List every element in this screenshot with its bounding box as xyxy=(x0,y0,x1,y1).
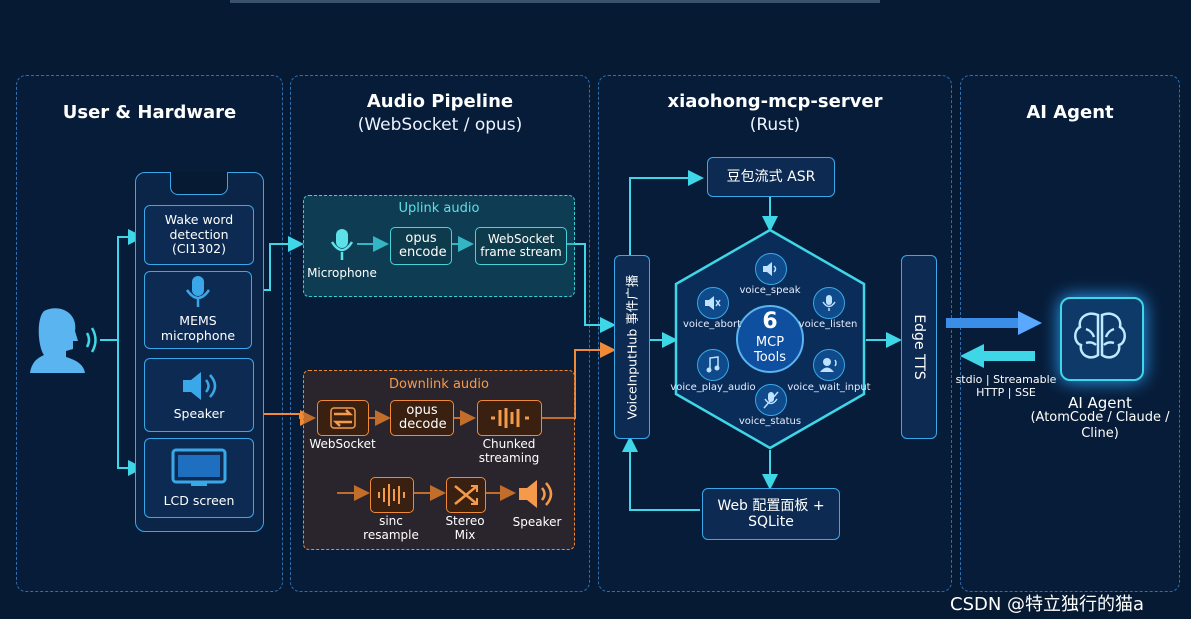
downlink-speaker-label: Speaker xyxy=(512,515,562,529)
websocket-downlink-label: WebSocket xyxy=(309,437,376,451)
web-config-label: Web 配置面板 + SQLite xyxy=(717,497,825,530)
opus-encode-label: opus encode xyxy=(399,230,447,260)
wake-word-detection-box: Wake word detection (CI1302) xyxy=(144,205,254,265)
uplink-microphone-icon xyxy=(330,229,354,260)
stereo-mix-box xyxy=(446,477,486,513)
speaker-icon xyxy=(183,371,217,400)
voice-status-icon xyxy=(755,384,787,416)
user-hardware-title: User & Hardware xyxy=(62,102,237,123)
voice-wait-input-icon xyxy=(813,349,845,381)
asr-label: 豆包流式 ASR xyxy=(726,168,816,185)
stereo-mix-label: Stereo Mix xyxy=(445,514,485,542)
voice-abort-icon xyxy=(697,287,729,319)
voice-listen-icon xyxy=(813,287,845,319)
chunked-streaming-icon xyxy=(490,408,529,428)
chunked-streaming-box xyxy=(477,400,542,436)
websocket-frame-stream-box: WebSocket frame stream xyxy=(475,227,567,265)
audio-pipeline-title: Audio Pipeline xyxy=(366,91,514,112)
watermark: CSDN @特立独行的猫a xyxy=(950,594,1145,615)
mcp-hexagon xyxy=(674,228,866,450)
web-config-box: Web 配置面板 + SQLite xyxy=(702,488,840,540)
mcp-center-label-2: Tools xyxy=(753,350,787,365)
audio-pipeline-subtitle: (WebSocket / opus) xyxy=(357,115,523,135)
server-title: xiaohong-mcp-server xyxy=(667,91,883,112)
top-cutoff-bar xyxy=(230,0,880,3)
mcp-center-number: 6 xyxy=(762,309,778,334)
speaker-label: Speaker xyxy=(173,405,225,421)
uplink-microphone-label: Microphone xyxy=(307,266,377,280)
waveform-icon xyxy=(378,484,405,506)
voice-play-audio-label: voice_play_audio xyxy=(670,382,756,393)
opus-decode-box: opus decode xyxy=(390,400,454,436)
voice-listen-label: voice_listen xyxy=(798,319,858,330)
mcp-center-label-1: MCP xyxy=(755,335,785,350)
voice-speak-icon xyxy=(755,253,787,285)
opus-decode-label: opus decode xyxy=(399,402,447,432)
voice-abort-label: voice_abort xyxy=(682,319,742,330)
sinc-resample-box xyxy=(370,477,414,513)
voice-input-hub-box: VoiceInputHub 事件广播 xyxy=(614,255,650,439)
websocket-refresh-icon xyxy=(330,407,356,429)
brain-icon xyxy=(1074,312,1126,359)
opus-encode-box: opus encode xyxy=(390,227,452,265)
speaker-box: Speaker xyxy=(144,358,254,432)
user-person-icon xyxy=(30,308,85,373)
device-notch xyxy=(170,172,228,195)
microphone-icon xyxy=(185,276,211,308)
websocket-frame-stream-label: WebSocket frame stream xyxy=(480,231,562,259)
asr-box: 豆包流式 ASR xyxy=(707,157,835,197)
sinc-resample-label: sinc resample xyxy=(363,514,419,542)
lcd-screen-icon xyxy=(171,448,227,486)
wake-word-label: Wake word detection (CI1302) xyxy=(164,212,234,257)
downlink-speaker-icon xyxy=(519,480,553,508)
ai-agent-name: AI Agent xyxy=(1068,394,1132,412)
edge-tts-label: Edge TTS xyxy=(911,314,928,380)
voice-play-audio-icon xyxy=(697,349,729,381)
websocket-downlink-box xyxy=(317,400,369,436)
ai-agent-title: AI Agent xyxy=(1026,102,1114,123)
uplink-audio-title: Uplink audio xyxy=(398,201,480,216)
ai-agent-clients: (AtomCode / Claude / Cline) xyxy=(1030,410,1170,441)
stereo-mix-icon xyxy=(454,485,478,505)
voice-wait-input-label: voice_wait_input xyxy=(787,382,871,393)
voice-status-label: voice_status xyxy=(738,416,802,427)
protocol-label: stdio | Streamable HTTP | SSE xyxy=(955,373,1057,400)
mems-microphone-label: MEMS microphone xyxy=(160,313,236,343)
voice-speak-label: voice_speak xyxy=(739,285,801,296)
chunked-streaming-label: Chunked streaming xyxy=(478,437,540,465)
lcd-screen-label: LCD screen xyxy=(163,492,235,508)
server-subtitle: (Rust) xyxy=(749,115,801,135)
lcd-screen-box: LCD screen xyxy=(144,438,254,518)
downlink-audio-title: Downlink audio xyxy=(389,377,489,392)
voice-input-hub-label: VoiceInputHub 事件广播 xyxy=(623,274,639,420)
audio-pipeline-panel: Audio Pipeline (WebSocket / opus) xyxy=(290,75,590,592)
edge-tts-box: Edge TTS xyxy=(901,255,937,439)
mems-microphone-box: MEMS microphone xyxy=(144,271,252,349)
